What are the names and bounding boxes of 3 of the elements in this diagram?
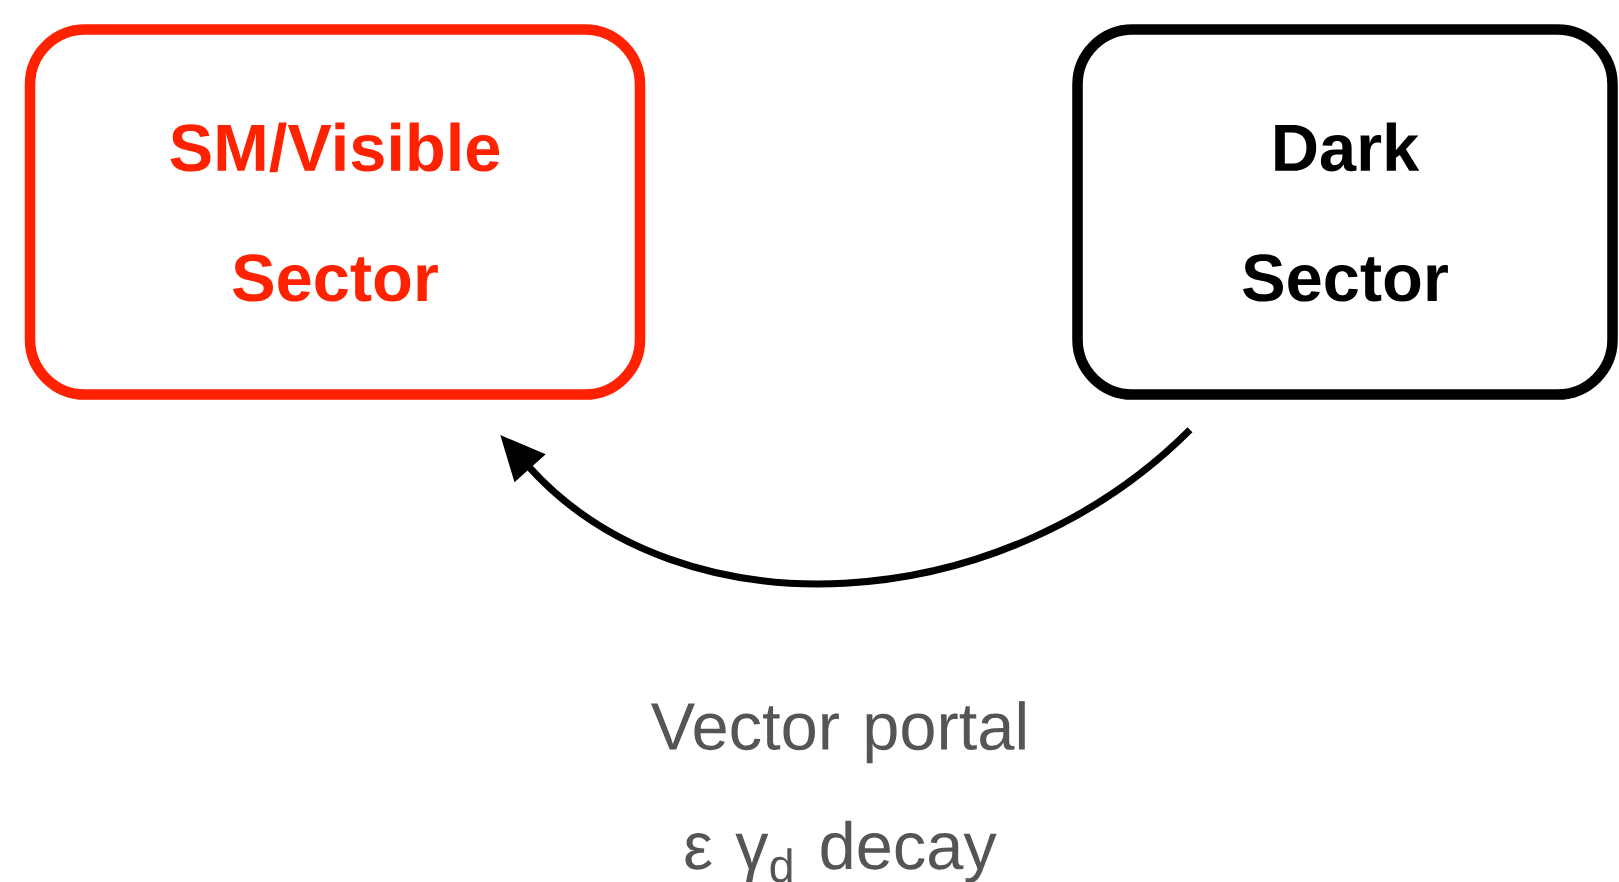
sector-box: Dark Sector [1072,24,1618,400]
sector-box: SM/Visible Sector [24,24,646,400]
edge-label: Vector portal ε γ$_{d}$ decay [651,701,1025,882]
